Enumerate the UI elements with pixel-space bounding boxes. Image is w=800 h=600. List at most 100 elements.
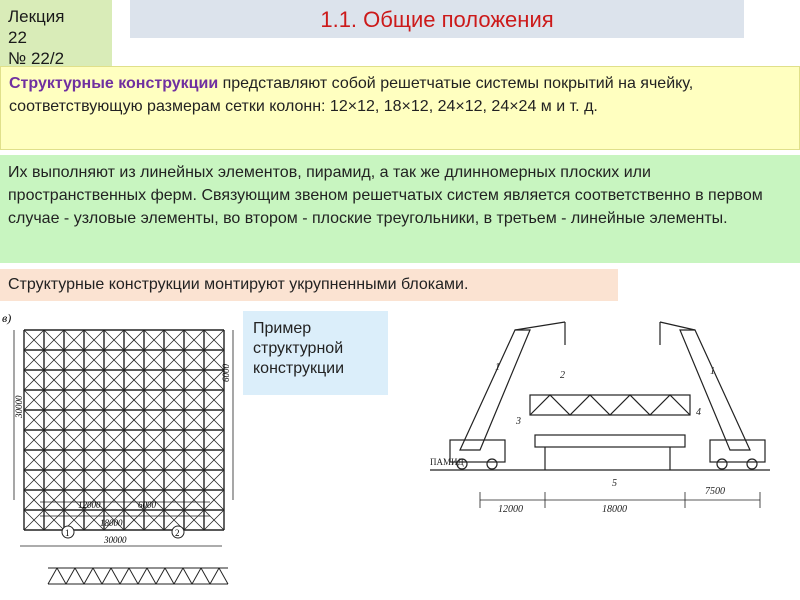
grid-line: [83, 489, 105, 511]
grid-line: [23, 509, 45, 531]
grid-line: [163, 469, 185, 491]
grid-line: [83, 509, 105, 531]
grid-line: [43, 509, 65, 531]
axis-mark-1: 1: [65, 528, 70, 538]
grid-line: [143, 389, 165, 411]
left-crane-body: [449, 439, 506, 463]
grid-line: [103, 369, 125, 391]
grid-line: [23, 369, 45, 391]
grid-line: [83, 389, 105, 411]
dim-bottom-1: 12000: [78, 500, 101, 510]
truss-member: [47, 567, 58, 585]
grid-line: [203, 469, 225, 491]
grid-line: [203, 429, 225, 451]
truss-member: [83, 567, 94, 585]
grid-line: [123, 429, 145, 451]
grid-line: [23, 349, 45, 371]
axis-marker-2: [171, 525, 185, 539]
left-crane-boom: [459, 329, 531, 451]
grid-line: [203, 489, 225, 511]
paragraph-assembly: Структурные конструкции монтируют укрупн…: [0, 269, 618, 301]
grid-line: [23, 409, 45, 431]
grid-line: [163, 509, 185, 531]
grid-line: [183, 329, 205, 351]
grid-line: [203, 349, 225, 371]
grid-line: [103, 329, 125, 351]
truss-member: [155, 567, 166, 585]
grid-line: [203, 409, 225, 431]
grid-line: [23, 329, 45, 351]
dim-bottom-2: 6000: [138, 500, 157, 510]
grid-line: [83, 409, 105, 431]
structural-grid-plan: в) 30000 6000 12000 6000 18000 1 2 30000: [2, 311, 234, 585]
truss-member: [56, 567, 67, 585]
grid-line: [123, 509, 145, 531]
grid-line: [43, 389, 65, 411]
mark-5: 5: [612, 478, 617, 489]
grid-line: [43, 349, 65, 371]
truss-member: [65, 567, 76, 585]
dim-right-label: 7500: [705, 486, 725, 497]
grid-line: [143, 349, 165, 371]
grid-line: [163, 489, 185, 511]
grid-line: [183, 509, 205, 531]
grid-line: [183, 409, 205, 431]
grid-line: [163, 389, 185, 411]
grid-line: [103, 389, 125, 411]
lower-block: [534, 434, 686, 448]
right-wheel-1: [716, 458, 728, 470]
grid-line: [83, 349, 105, 371]
grid-line: [123, 449, 145, 471]
grid-line: [123, 329, 145, 351]
grid-line: [123, 389, 145, 411]
truss-member: [209, 567, 220, 585]
grid-line: [103, 489, 125, 511]
lecture-label: Лекция: [8, 7, 65, 26]
grid-line: [83, 449, 105, 471]
grid-line: [163, 369, 185, 391]
grid-lattice: [23, 329, 225, 531]
grid-line: [63, 349, 85, 371]
grid-line: [143, 469, 165, 491]
left-wheel-2: [486, 458, 498, 470]
grid-line: [83, 469, 105, 491]
grid-line: [203, 389, 225, 411]
right-wheel-2: [746, 458, 758, 470]
grid-line: [183, 349, 205, 371]
lifted-block-lattice: [529, 394, 691, 416]
grid-line: [43, 329, 65, 351]
lecture-code: № 22/2: [8, 49, 65, 66]
truss-member: [110, 567, 121, 585]
grid-line: [143, 429, 165, 451]
grid-line: [23, 449, 45, 471]
truss-section: [47, 567, 229, 585]
grid-line: [23, 489, 45, 511]
truss-member: [137, 567, 148, 585]
grid-line: [63, 409, 85, 431]
mark-3: 3: [515, 416, 521, 427]
grid-line: [43, 369, 65, 391]
grid-line: [43, 409, 65, 431]
truss-member: [182, 567, 193, 585]
dim-bottom-3: 18000: [100, 518, 123, 528]
dim-left-value: 30000: [14, 395, 24, 419]
truss-member: [173, 567, 184, 585]
grid-line: [23, 429, 45, 451]
grid-line: [143, 509, 165, 531]
grid-line: [63, 469, 85, 491]
grid-line: [203, 329, 225, 351]
grid-line: [103, 509, 125, 531]
truss-member: [146, 567, 157, 585]
mark-1-right: 1: [710, 366, 715, 377]
grid-line: [63, 329, 85, 351]
truss-member: [191, 567, 202, 585]
truss-member: [101, 567, 112, 585]
grid-line: [203, 509, 225, 531]
dim-left-label: 12000: [498, 504, 523, 515]
truss-member: [200, 567, 211, 585]
grid-line: [183, 469, 205, 491]
grid-line: [63, 369, 85, 391]
truss-member: [164, 567, 175, 585]
grid-line: [143, 329, 165, 351]
term-structural: Структурные конструкции: [9, 75, 219, 92]
